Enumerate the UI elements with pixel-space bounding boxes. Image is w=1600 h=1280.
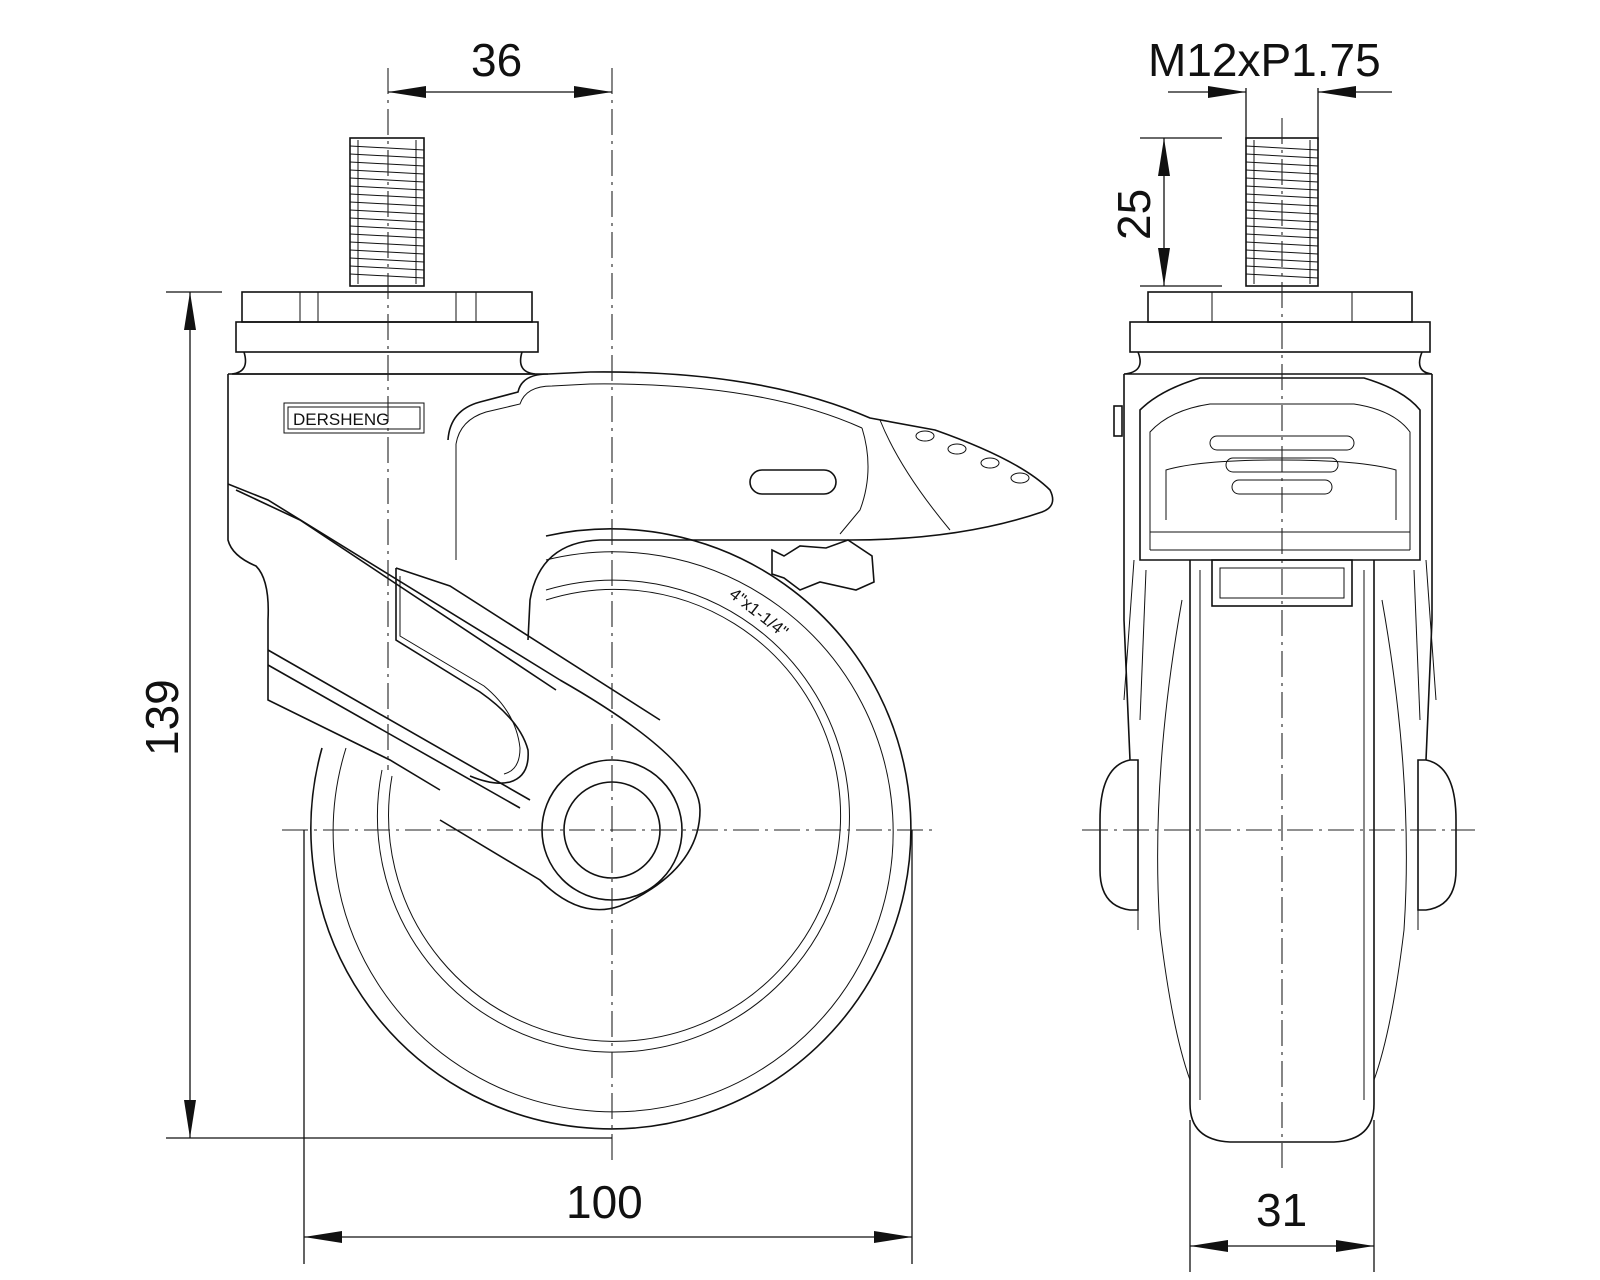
side-brake-pedal bbox=[447, 371, 1054, 641]
dimension-31-label: 31 bbox=[1256, 1184, 1307, 1236]
dimension-thread-spec: M12xP1.75 bbox=[1148, 34, 1392, 140]
front-housing bbox=[1113, 374, 1437, 761]
side-mount-plate bbox=[231, 291, 539, 375]
dimension-139-label: 139 bbox=[136, 679, 188, 756]
front-wheel bbox=[1157, 560, 1407, 1143]
side-wheel: 4"x1-1/4" bbox=[310, 528, 912, 1130]
dimension-wheel-diameter: 100 bbox=[303, 830, 913, 1264]
dimension-stem-offset: 36 bbox=[388, 34, 612, 98]
side-view: DERSHENG bbox=[227, 68, 1054, 1160]
dimension-wheel-width: 31 bbox=[1189, 1120, 1375, 1272]
dimension-total-height: 139 bbox=[136, 291, 612, 1139]
front-view bbox=[1082, 118, 1475, 1168]
front-side-brackets bbox=[1099, 759, 1457, 930]
side-threaded-stem bbox=[349, 137, 425, 287]
dimension-36-label: 36 bbox=[471, 34, 522, 86]
dimension-25-label: 25 bbox=[1108, 189, 1160, 240]
dimension-100-label: 100 bbox=[566, 1176, 643, 1228]
brand-logo-text: DERSHENG bbox=[293, 410, 389, 429]
dimension-stem-length: 25 bbox=[1108, 137, 1222, 287]
front-mount-plate bbox=[1123, 291, 1433, 375]
dimension-thread-label: M12xP1.75 bbox=[1148, 34, 1381, 86]
side-fork-arm bbox=[227, 483, 701, 911]
